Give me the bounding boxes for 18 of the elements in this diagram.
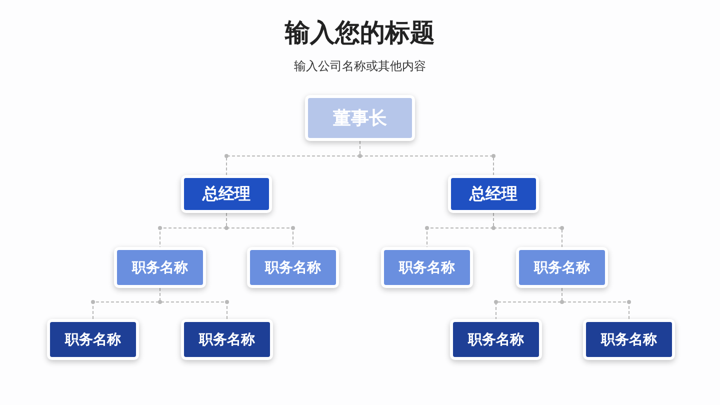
position-box: 职务名称 (247, 247, 339, 288)
position-box: 董事长 (305, 95, 415, 141)
position-box: 职务名称 (114, 247, 206, 288)
connector-line (160, 288, 228, 320)
position-box: 职务名称 (181, 319, 273, 360)
position-box: 职务名称 (516, 247, 608, 288)
connector-line (562, 288, 630, 320)
position-box: 职务名称 (450, 319, 542, 360)
connector-line (493, 212, 562, 248)
title: 输入您的标题 (284, 17, 436, 49)
position-box: 职务名称 (47, 319, 139, 360)
position-box: 总经理 (181, 175, 272, 213)
subtitle: 输入公司名称或其他内容 (293, 58, 427, 75)
connector-line (360, 140, 494, 176)
position-box: 总经理 (448, 175, 539, 213)
position-box: 职务名称 (381, 247, 473, 288)
position-box: 职务名称 (583, 319, 675, 360)
connector-line (226, 212, 294, 248)
